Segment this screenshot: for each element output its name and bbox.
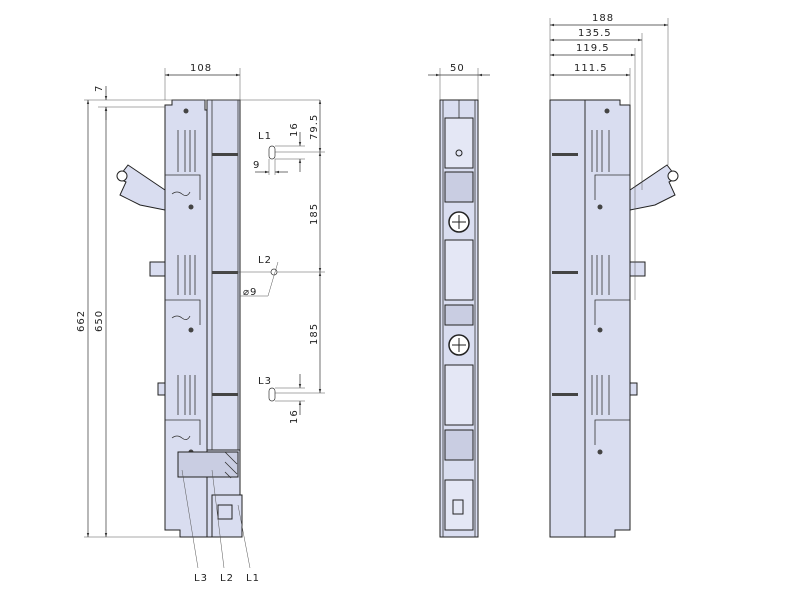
- dim-108: 108: [190, 63, 212, 74]
- right-rail: [549, 99, 586, 538]
- contact-bars: [591, 130, 630, 445]
- right-side-view: 188 135.5 119.5 111.5: [549, 13, 679, 538]
- dim-111-5: 111.5: [574, 63, 608, 74]
- left-rail: [206, 99, 241, 451]
- rail-slot: [212, 271, 238, 274]
- bottom-label-l1: L1: [246, 573, 260, 584]
- dim-188: 188: [592, 13, 614, 24]
- contact-bars: [165, 130, 201, 445]
- dim-16-top: 16: [289, 122, 300, 137]
- terminal-block: [177, 451, 243, 538]
- latch-hooks: [171, 191, 191, 440]
- l2-label: L2: [258, 255, 272, 266]
- side-lug: [149, 261, 166, 277]
- dim-diameter-9: ⌀9: [243, 287, 257, 298]
- rail-slot: [212, 153, 238, 156]
- dim-79-5: 79.5: [309, 114, 320, 140]
- dim-185-lower: 185: [309, 323, 320, 345]
- front-modules: [444, 117, 474, 531]
- dim-7: 7: [94, 85, 105, 92]
- dim-135-5: 135.5: [578, 28, 612, 39]
- side-lug: [157, 382, 166, 396]
- dim-16-bottom: 16: [289, 409, 300, 424]
- dim-662: 662: [76, 310, 87, 332]
- dim-50: 50: [450, 63, 465, 74]
- l3-label: L3: [258, 376, 272, 387]
- l1-label: L1: [258, 131, 272, 142]
- bottom-label-l2: L2: [220, 573, 234, 584]
- l2-hole: [270, 268, 278, 276]
- fuse-handle: [116, 164, 166, 211]
- dim-119-5: 119.5: [576, 43, 610, 54]
- dim-9: 9: [253, 160, 260, 171]
- dim-650: 650: [94, 310, 105, 332]
- dim-185-upper: 185: [309, 203, 320, 225]
- fuse-handle: [629, 164, 679, 211]
- right-body-outline: [584, 99, 631, 538]
- rail-slot: [212, 393, 238, 396]
- front-view: 50: [428, 63, 490, 538]
- l1-slot: [268, 145, 276, 160]
- l3-slot: [268, 387, 276, 402]
- left-side-view: L3 L2 L1 108 7 662 650 79.5 185 185 L1 1…: [76, 63, 325, 584]
- bottom-label-l3: L3: [194, 573, 208, 584]
